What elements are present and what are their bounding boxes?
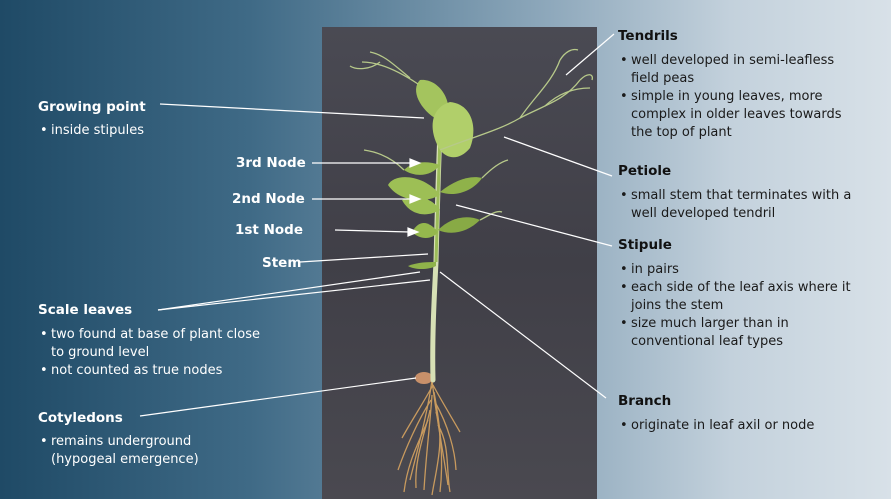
list-item: remains underground (40, 433, 199, 451)
list-item: originate in leaf axil or node (620, 417, 814, 435)
pointer-stem (300, 254, 428, 262)
list-item-continuation: complex in older leaves towards (620, 106, 841, 124)
label-stem: Stem (262, 255, 301, 271)
list-item: two found at base of plant close (40, 326, 260, 344)
list-stipule: in pairs each side of the leaf axis wher… (620, 261, 851, 351)
list-item-continuation: conventional leaf types (620, 333, 851, 351)
list-item-continuation: the top of plant (620, 124, 841, 142)
arrowhead-1st-node (408, 228, 418, 236)
list-item-continuation: (hypogeal emergence) (40, 451, 199, 469)
list-item: each side of the leaf axis where it (620, 279, 851, 297)
pointer-tendrils (566, 34, 614, 75)
label-2nd-node: 2nd Node (232, 191, 305, 207)
list-item-continuation: field peas (620, 70, 841, 88)
pointer-branch (440, 272, 606, 398)
list-item: simple in young leaves, more (620, 88, 841, 106)
pointer-scale-leaves-b (158, 280, 430, 310)
label-1st-node: 1st Node (235, 222, 303, 238)
pointer-petiole (504, 137, 612, 176)
label-tendrils: Tendrils (618, 28, 678, 44)
list-item-continuation: joins the stem (620, 297, 851, 315)
label-growing-point: Growing point (38, 99, 146, 115)
label-branch: Branch (618, 393, 671, 409)
pointer-cotyledons (140, 378, 416, 416)
list-growing-point: inside stipules (40, 122, 144, 140)
list-item: size much larger than in (620, 315, 851, 333)
list-item: not counted as true nodes (40, 362, 260, 380)
label-petiole: Petiole (618, 163, 671, 179)
list-tendrils: well developed in semi-leafless field pe… (620, 52, 841, 142)
list-cotyledons: remains underground (hypogeal emergence) (40, 433, 199, 469)
label-scale-leaves: Scale leaves (38, 302, 132, 318)
label-cotyledons: Cotyledons (38, 410, 123, 426)
list-item: small stem that terminates with a (620, 187, 851, 205)
pointer-scale-leaves-a (158, 272, 420, 310)
arrowhead-3rd-node (410, 159, 420, 167)
list-item-continuation: to ground level (40, 344, 260, 362)
pointer-1st-node (335, 230, 410, 232)
pointer-growing-point (160, 104, 424, 118)
list-item: well developed in semi-leafless (620, 52, 841, 70)
list-scale-leaves: two found at base of plant close to grou… (40, 326, 260, 380)
label-3rd-node: 3rd Node (236, 155, 306, 171)
list-petiole: small stem that terminates with a well d… (620, 187, 851, 223)
arrowhead-2nd-node (410, 195, 420, 203)
list-item: in pairs (620, 261, 851, 279)
list-item: inside stipules (40, 122, 144, 140)
list-item-continuation: well developed tendril (620, 205, 851, 223)
label-stipule: Stipule (618, 237, 672, 253)
pointer-stipule (456, 205, 612, 246)
list-branch: originate in leaf axil or node (620, 417, 814, 435)
